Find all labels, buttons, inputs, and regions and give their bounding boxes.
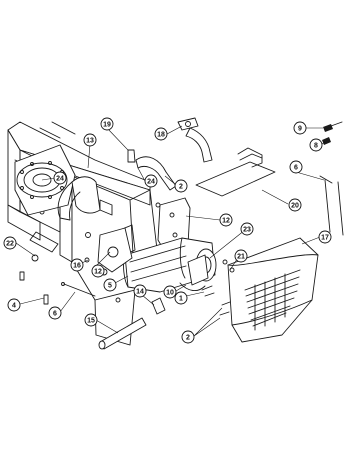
exhaust-flange <box>179 248 217 291</box>
svg-text:12: 12 <box>94 269 102 276</box>
svg-text:2: 2 <box>179 184 183 191</box>
exhaust-elbow-pipe <box>57 176 101 221</box>
svg-text:5: 5 <box>108 283 112 290</box>
callout-14: 14 <box>133 284 147 298</box>
svg-text:16: 16 <box>73 263 81 270</box>
callout-6-left: 6 <box>48 306 62 320</box>
svg-text:1: 1 <box>179 296 183 303</box>
svg-text:22: 22 <box>6 241 14 248</box>
callout-23: 23 <box>240 222 254 236</box>
guard-vent-slots <box>244 269 301 331</box>
svg-text:19: 19 <box>103 122 111 129</box>
svg-text:18: 18 <box>157 132 165 139</box>
exhaust-tube <box>127 117 213 191</box>
callout-8: 8 <box>309 138 323 152</box>
callout-20: 20 <box>288 198 302 212</box>
muffler-guard <box>227 237 319 343</box>
svg-text:24: 24 <box>147 179 155 186</box>
svg-text:15: 15 <box>87 318 95 325</box>
callout-10: 10 <box>163 285 177 299</box>
leader-lines <box>15 125 326 337</box>
svg-text:21: 21 <box>237 254 245 261</box>
callout-13: 13 <box>83 133 97 147</box>
cylinder-tube <box>98 317 147 350</box>
callout-5: 5 <box>103 278 117 292</box>
svg-text:20: 20 <box>291 203 299 210</box>
svg-text:4: 4 <box>12 303 16 310</box>
svg-text:8: 8 <box>314 143 318 150</box>
fasteners <box>19 121 343 316</box>
callout-19: 19 <box>100 117 114 131</box>
callout-12-upper: 12 <box>219 213 233 227</box>
cover-plate <box>195 147 276 197</box>
callout-16: 16 <box>70 258 84 272</box>
callout-4: 4 <box>7 298 21 312</box>
callout-24-mid: 24 <box>144 174 158 188</box>
callout-1: 1 <box>174 291 188 305</box>
chassis-frame <box>7 121 161 346</box>
svg-text:2: 2 <box>186 335 190 342</box>
callout-6-right: 6 <box>289 160 303 174</box>
svg-text:12: 12 <box>222 218 230 225</box>
callout-2-bottom: 2 <box>181 330 195 344</box>
callout-18: 18 <box>154 127 168 141</box>
callout-22: 22 <box>3 236 17 250</box>
svg-text:23: 23 <box>243 227 251 234</box>
callout-12-lower: 12 <box>91 264 105 278</box>
callout-2-top: 2 <box>174 179 188 193</box>
callout-24-left: 24 <box>53 171 67 185</box>
callout-15: 15 <box>84 313 98 327</box>
svg-text:6: 6 <box>294 165 298 172</box>
svg-text:10: 10 <box>166 290 174 297</box>
svg-text:17: 17 <box>321 235 329 242</box>
svg-text:6: 6 <box>53 311 57 318</box>
svg-text:13: 13 <box>86 138 94 145</box>
svg-text:14: 14 <box>136 289 144 296</box>
svg-text:24: 24 <box>56 176 64 183</box>
rods <box>61 175 344 297</box>
callout-9: 9 <box>293 121 307 135</box>
callout-21: 21 <box>234 249 248 263</box>
svg-text:9: 9 <box>298 126 302 133</box>
callout-17: 17 <box>318 230 332 244</box>
